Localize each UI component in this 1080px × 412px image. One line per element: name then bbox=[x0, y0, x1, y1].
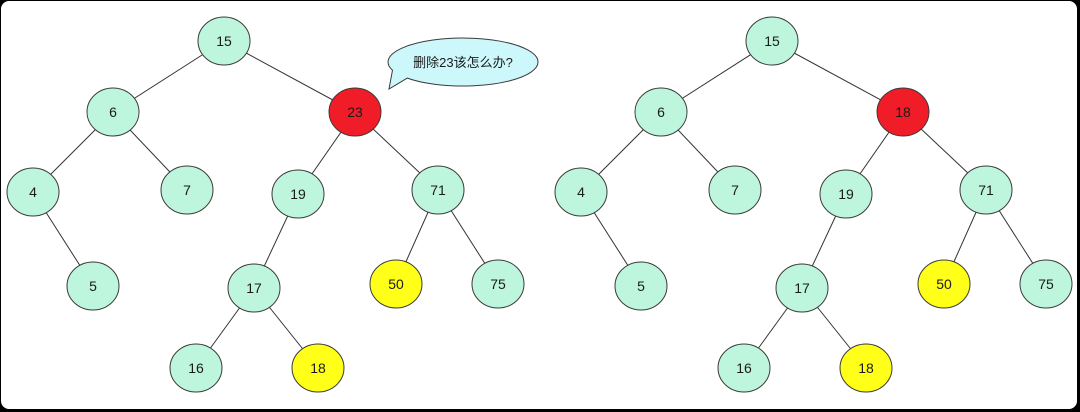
node-label: 4 bbox=[577, 184, 585, 200]
node-label: 18 bbox=[310, 360, 326, 376]
tree-node-after-50: 50 bbox=[917, 259, 971, 309]
node-label: 75 bbox=[1038, 276, 1054, 292]
node-circle-highlight bbox=[917, 259, 971, 309]
node-circle-normal bbox=[471, 259, 525, 309]
tree-node-before-16: 16 bbox=[169, 343, 223, 393]
node-circle-normal bbox=[717, 343, 771, 393]
node-label: 18 bbox=[895, 104, 911, 120]
node-label: 23 bbox=[347, 104, 363, 120]
node-label: 17 bbox=[794, 280, 810, 296]
tree-node-before-71: 71 bbox=[411, 165, 465, 215]
node-circle-normal bbox=[614, 261, 668, 311]
node-circle-deleted bbox=[876, 87, 930, 137]
node-label: 75 bbox=[490, 276, 506, 292]
node-label: 19 bbox=[290, 186, 306, 202]
node-circle-normal bbox=[1019, 259, 1073, 309]
node-circle-normal bbox=[959, 165, 1013, 215]
node-label: 4 bbox=[29, 184, 37, 200]
tree-node-after-71: 71 bbox=[959, 165, 1013, 215]
node-circle-normal bbox=[708, 165, 762, 215]
node-circle-normal bbox=[197, 16, 251, 66]
node-circle-highlight bbox=[369, 259, 423, 309]
node-label: 6 bbox=[109, 104, 117, 120]
tree-node-after-16: 16 bbox=[717, 343, 771, 393]
tree-node-before-18: 18 bbox=[291, 343, 345, 393]
tree-node-before-7: 7 bbox=[160, 165, 214, 215]
node-circle-highlight bbox=[839, 343, 893, 393]
node-label: 15 bbox=[216, 33, 232, 49]
tree-node-after-18: 18 bbox=[876, 87, 930, 137]
node-label: 17 bbox=[246, 280, 262, 296]
speech-bubble: 删除23该怎么办? bbox=[387, 37, 539, 90]
node-label: 18 bbox=[858, 360, 874, 376]
node-circle-normal bbox=[160, 165, 214, 215]
node-label: 6 bbox=[657, 104, 665, 120]
tree-node-before-50: 50 bbox=[369, 259, 423, 309]
node-label: 16 bbox=[736, 360, 752, 376]
node-circle-normal bbox=[66, 261, 120, 311]
tree-node-after-6: 6 bbox=[634, 87, 688, 137]
node-circle-normal bbox=[819, 169, 873, 219]
tree-node-before-17: 17 bbox=[227, 263, 281, 313]
tree-node-after-5: 5 bbox=[614, 261, 668, 311]
node-label: 71 bbox=[430, 182, 446, 198]
node-circle-highlight bbox=[291, 343, 345, 393]
tree-node-before-23: 23 bbox=[328, 87, 382, 137]
tree-node-after-18: 18 bbox=[839, 343, 893, 393]
tree-node-after-75: 75 bbox=[1019, 259, 1073, 309]
tree-node-before-75: 75 bbox=[471, 259, 525, 309]
node-label: 15 bbox=[764, 33, 780, 49]
node-circle-normal bbox=[634, 87, 688, 137]
node-circle-deleted bbox=[328, 87, 382, 137]
node-label: 5 bbox=[89, 278, 97, 294]
tree-node-before-15: 15 bbox=[197, 16, 251, 66]
node-circle-normal bbox=[6, 167, 60, 217]
tree-node-after-15: 15 bbox=[745, 16, 799, 66]
tree-node-after-7: 7 bbox=[708, 165, 762, 215]
node-circle-normal bbox=[227, 263, 281, 313]
node-circle-normal bbox=[411, 165, 465, 215]
speech-bubble-text: 删除23该怎么办? bbox=[413, 55, 513, 70]
tree-node-after-4: 4 bbox=[554, 167, 608, 217]
tree-node-before-19: 19 bbox=[271, 169, 325, 219]
tree-node-before-5: 5 bbox=[66, 261, 120, 311]
node-circle-normal bbox=[86, 87, 140, 137]
node-label: 7 bbox=[731, 182, 739, 198]
tree-node-after-19: 19 bbox=[819, 169, 873, 219]
node-label: 50 bbox=[936, 276, 952, 292]
speech-bubble-shape bbox=[387, 37, 539, 90]
node-circle-normal bbox=[271, 169, 325, 219]
node-circle-normal bbox=[169, 343, 223, 393]
node-label: 19 bbox=[838, 186, 854, 202]
nodes-layer: 15 6 23 4 7 19 71 5 17 50 75 16 18 15 6 18 4 7 19 71 5 17 50 75… bbox=[6, 16, 1073, 393]
tree-node-before-4: 4 bbox=[6, 167, 60, 217]
node-label: 7 bbox=[183, 182, 191, 198]
node-label: 50 bbox=[388, 276, 404, 292]
node-label: 71 bbox=[978, 182, 994, 198]
node-label: 16 bbox=[188, 360, 204, 376]
tree-node-after-17: 17 bbox=[775, 263, 829, 313]
node-circle-normal bbox=[554, 167, 608, 217]
node-label: 5 bbox=[637, 278, 645, 294]
node-circle-normal bbox=[775, 263, 829, 313]
node-circle-normal bbox=[745, 16, 799, 66]
tree-node-before-6: 6 bbox=[86, 87, 140, 137]
